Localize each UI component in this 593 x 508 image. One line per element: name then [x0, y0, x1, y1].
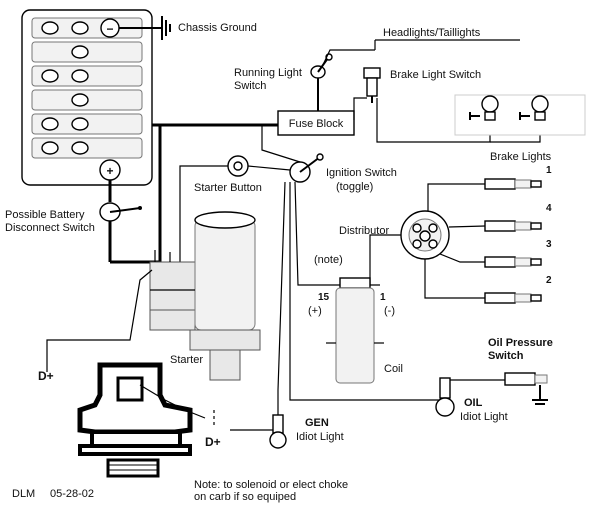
wire-fuse-ignition	[261, 125, 301, 163]
wire-starter-button	[247, 165, 291, 171]
running-light-label-1: Running Light	[234, 67, 302, 79]
plug-number-2: 2	[546, 275, 552, 286]
author-label: DLM	[12, 488, 35, 500]
distributor-label: Distributor	[339, 225, 389, 237]
coil-terminal-1: 1	[380, 292, 386, 303]
chassis-ground-label: Chassis Ground	[178, 22, 257, 34]
gen-idiot-light: GEN Idiot Light	[230, 414, 344, 449]
spark-plug-2: 2	[484, 275, 552, 304]
wire-coil-distributor	[369, 234, 401, 286]
note-label: (note)	[314, 254, 343, 266]
plug-wire-2	[424, 259, 485, 299]
battery-disconnect-switch: Possible Battery Disconnect Switch	[5, 180, 160, 264]
running-light-switch: Running Light Switch	[234, 53, 333, 111]
fuse-block-label: Fuse Block	[289, 118, 344, 130]
wire-dplus-starter	[46, 269, 153, 372]
gen-idiot-label: Idiot Light	[296, 431, 344, 443]
headlights-label: Headlights/Taillights	[383, 27, 481, 39]
d-plus-left-label: D+	[38, 369, 54, 383]
starter-label: Starter	[170, 354, 203, 366]
oil-idiot-light: OIL Idiot Light	[435, 377, 508, 423]
battery-disconnect-label-2: Disconnect Switch	[5, 222, 95, 234]
coil-minus-label: (-)	[384, 305, 395, 317]
spark-plug-3: 3	[484, 239, 552, 268]
oil-label: OIL	[464, 397, 483, 409]
ignition-coil: Coil (note) 15 (+) 1 (-)	[308, 254, 403, 384]
ignition-switch: Ignition Switch (toggle)	[289, 153, 397, 193]
fuse-block: Fuse Block	[277, 110, 355, 136]
battery-disconnect-label-1: Possible Battery	[5, 209, 85, 221]
footnote-line-2: on carb if so equiped	[194, 491, 296, 503]
battery: − +	[21, 9, 153, 186]
starter-button: Starter Button	[194, 155, 262, 194]
wire-ignition-gen	[277, 181, 286, 415]
coil-terminal-15: 15	[318, 292, 330, 303]
plug-number-4: 4	[546, 203, 552, 214]
oil-pressure-label-2: Switch	[488, 350, 524, 362]
coil-label: Coil	[384, 363, 403, 375]
plug-number-1: 1	[546, 165, 552, 176]
brake-lights-label: Brake Lights	[490, 151, 552, 163]
ignition-switch-label-1: Ignition Switch	[326, 167, 397, 179]
oil-pressure-label-1: Oil Pressure	[488, 337, 553, 349]
battery-minus-sign: −	[106, 22, 113, 36]
wire-starter-solenoid	[179, 165, 228, 262]
wire-ignition-oil	[289, 182, 440, 401]
spark-plug-1: 1	[484, 165, 552, 190]
wire-headlights	[321, 49, 375, 68]
brake-light-switch: Brake Light Switch	[363, 67, 481, 103]
running-light-label-2: Switch	[234, 80, 266, 92]
ignition-switch-label-2: (toggle)	[336, 181, 373, 193]
coil-plus-label: (+)	[308, 305, 322, 317]
starter-button-label: Starter Button	[194, 182, 262, 194]
brake-lights: Brake Lights	[454, 94, 586, 163]
spark-plug-4: 4	[484, 203, 552, 232]
gen-label: GEN	[305, 417, 329, 429]
chassis-ground: Chassis Ground	[119, 16, 257, 40]
starter-motor: Starter	[149, 211, 261, 381]
plug-wire-4	[448, 225, 486, 228]
footnote-line-1: Note: to solenoid or elect choke	[194, 479, 348, 491]
oil-pressure-switch: Oil Pressure Switch	[488, 337, 553, 405]
wire-fuse-brake	[353, 97, 367, 120]
oil-idiot-label: Idiot Light	[460, 411, 508, 423]
plug-number-3: 3	[546, 239, 552, 250]
generator	[77, 362, 193, 478]
battery-plus-sign: +	[106, 164, 113, 178]
brake-light-switch-label: Brake Light Switch	[390, 69, 481, 81]
d-plus-right-label: D+	[205, 435, 221, 449]
plug-wire-3	[439, 253, 485, 263]
wire-ignition-coil	[294, 181, 350, 286]
plug-wire-1	[427, 183, 485, 211]
date-label: 05-28-02	[50, 488, 94, 500]
wire-gen-dplus	[139, 384, 206, 419]
